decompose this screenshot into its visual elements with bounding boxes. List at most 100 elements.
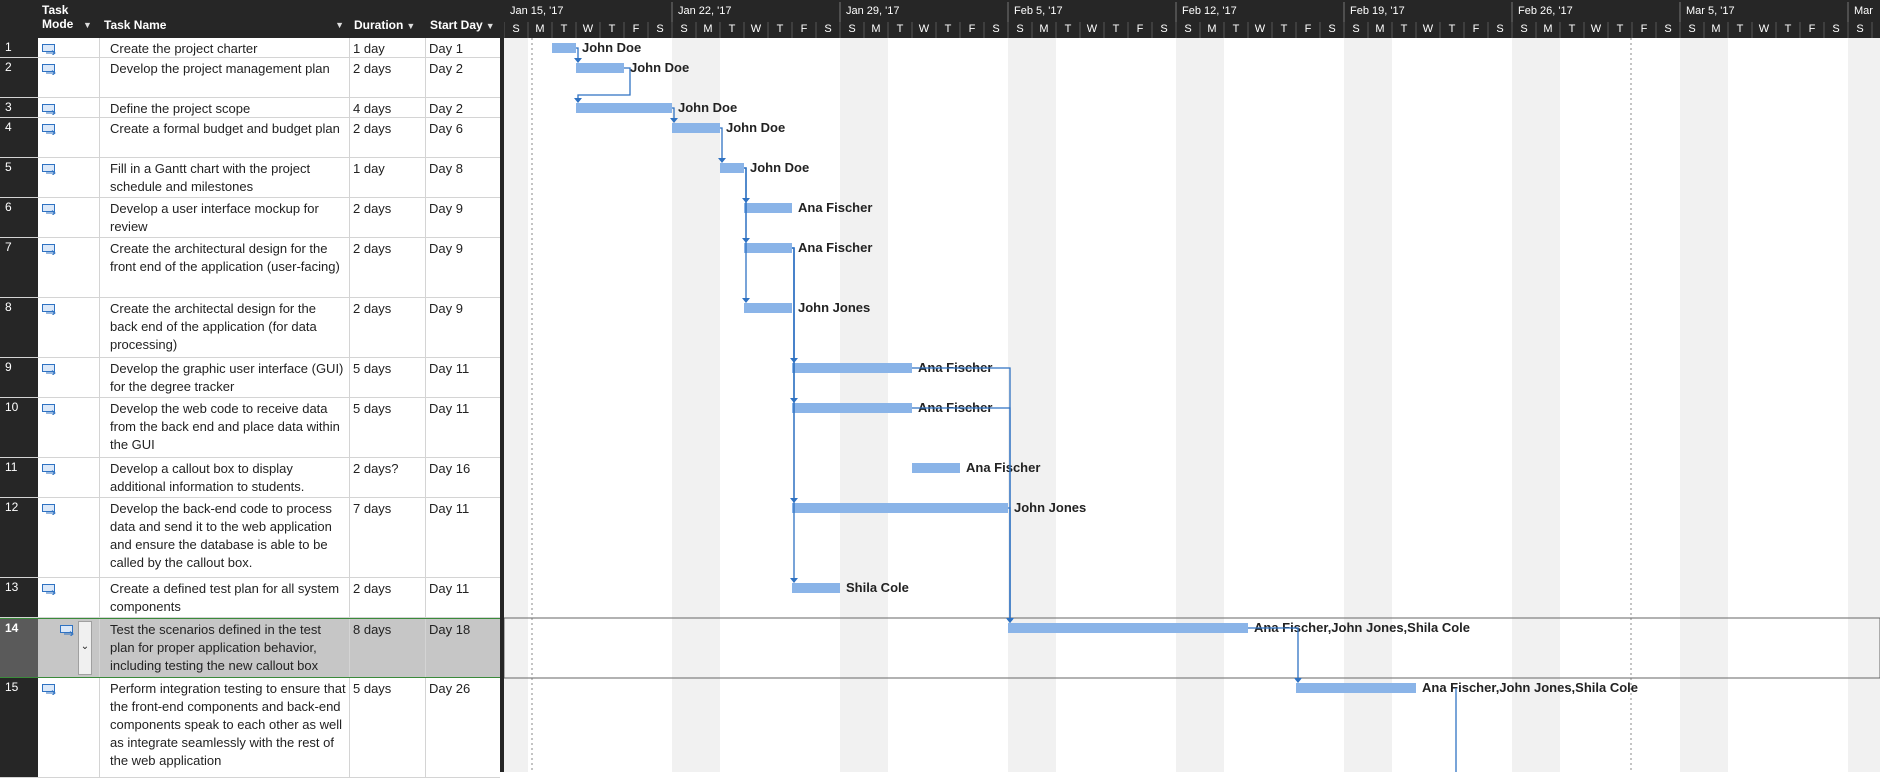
task-bar[interactable] [576,63,624,73]
row-number[interactable]: 7 [0,238,38,297]
row-number[interactable]: 12 [0,498,38,577]
task-name-cell[interactable]: Create the architectal design for the ba… [100,298,350,357]
duration-cell[interactable]: 2 days? [350,458,426,497]
duration-cell[interactable]: 4 days [350,98,426,117]
task-mode-cell[interactable] [38,38,100,57]
task-mode-cell[interactable] [38,358,100,397]
start-day-cell[interactable]: Day 1 [429,41,463,56]
start-day-cell[interactable]: Day 2 [429,101,463,116]
duration-cell[interactable]: 8 days [350,619,426,677]
task-bar[interactable] [744,303,792,313]
table-row[interactable]: 9 Develop the graphic user interface (GUI… [0,358,500,398]
start-day-cell[interactable]: Day 9 [429,301,463,316]
task-mode-cell[interactable] [38,238,100,297]
start-day-cell[interactable]: Day 16 [429,461,471,476]
row-number[interactable]: 4 [0,118,38,157]
start-day-cell[interactable]: Day 8 [429,161,463,176]
table-row[interactable]: 13 Create a defined test plan for all sys… [0,578,500,618]
task-mode-cell[interactable] [38,398,100,457]
table-row[interactable]: 5 Fill in a Gantt chart with the project … [0,158,500,198]
start-day-cell[interactable]: Day 11 [429,361,470,376]
chevron-down-icon[interactable]: ⌄ [78,621,92,675]
duration-cell[interactable]: 5 days [350,678,426,777]
task-bar[interactable] [792,403,912,413]
task-mode-cell[interactable] [38,619,100,677]
table-row[interactable]: 11 Develop a callout box to display addit… [0,458,500,498]
column-header-name[interactable]: Task Name▼ [100,0,350,38]
task-bar[interactable] [1008,623,1248,633]
task-name-cell[interactable]: Develop the graphic user interface (GUI)… [100,358,350,397]
duration-cell[interactable]: 2 days [350,298,426,357]
task-mode-cell[interactable] [38,678,100,777]
task-mode-cell[interactable] [38,158,100,197]
start-day-cell[interactable]: Day 11 [429,401,470,416]
chevron-down-icon[interactable]: ▼ [406,21,416,31]
row-number[interactable]: 15 [0,678,38,777]
start-day-cell[interactable]: Day 2 [429,61,463,76]
row-number[interactable]: 14 [0,619,38,677]
duration-cell[interactable]: 1 day [350,158,426,197]
task-mode-cell[interactable] [38,198,100,237]
duration-cell[interactable]: 2 days [350,578,426,617]
task-name-cell[interactable]: Create a formal budget and budget plan [100,118,350,157]
select-all-corner[interactable] [0,0,38,38]
task-name-cell[interactable]: Develop the project management plan [100,58,350,97]
task-bar[interactable] [792,363,912,373]
row-number[interactable]: 1 [0,38,38,57]
task-name-cell[interactable]: Fill in a Gantt chart with the project s… [100,158,350,197]
start-day-cell[interactable]: Day 9 [429,201,463,216]
table-row[interactable]: 8 Create the architectal design for the b… [0,298,500,358]
row-number[interactable]: 2 [0,58,38,97]
task-name-cell[interactable]: Develop a user interface mockup for revi… [100,198,350,237]
chevron-down-icon[interactable]: ▼ [83,20,92,30]
task-name-cell[interactable]: Develop the back-end code to process dat… [100,498,350,577]
task-name-cell[interactable]: Create the project charter [100,38,350,57]
task-name-cell[interactable]: Create a defined test plan for all syste… [100,578,350,617]
row-number[interactable]: 3 [0,98,38,117]
task-name-cell[interactable]: Develop a callout box to display additio… [100,458,350,497]
task-bar[interactable] [744,203,792,213]
column-header-duration[interactable]: Duration▼ [350,0,426,38]
start-day-cell[interactable]: Day 6 [429,121,463,136]
task-bar[interactable] [576,103,672,113]
task-mode-cell[interactable] [38,118,100,157]
row-number[interactable]: 6 [0,198,38,237]
row-number[interactable]: 11 [0,458,38,497]
task-mode-cell[interactable] [38,58,100,97]
duration-cell[interactable]: 7 days [350,498,426,577]
task-mode-cell[interactable] [38,498,100,577]
task-name-cell[interactable]: Perform integration testing to ensure th… [100,678,350,777]
task-mode-cell[interactable] [38,578,100,617]
row-number[interactable]: 8 [0,298,38,357]
duration-cell[interactable]: 2 days [350,118,426,157]
row-number[interactable]: 5 [0,158,38,197]
chevron-down-icon[interactable]: ▼ [485,21,495,31]
duration-cell[interactable]: 2 days [350,198,426,237]
row-number[interactable]: 13 [0,578,38,617]
task-bar[interactable] [720,163,744,173]
duration-cell[interactable]: 5 days [350,358,426,397]
chevron-down-icon[interactable]: ▼ [335,20,344,30]
task-bar[interactable] [672,123,720,133]
pane-divider[interactable] [500,0,504,772]
task-bar[interactable] [792,583,840,593]
start-day-cell[interactable]: Day 11 [429,501,470,516]
row-number[interactable]: 10 [0,398,38,457]
duration-cell[interactable]: 1 day [350,38,426,57]
task-mode-cell[interactable] [38,298,100,357]
task-bar[interactable] [912,463,960,473]
task-mode-cell[interactable] [38,98,100,117]
table-row[interactable]: 14 ⌄Test the scenarios defined in the tes… [0,618,500,678]
task-bar[interactable] [1296,683,1416,693]
task-bar[interactable] [792,503,1008,513]
start-day-cell[interactable]: Day 11 [429,581,470,596]
task-name-cell[interactable]: Define the project scope [100,98,350,117]
start-day-cell[interactable]: Day 18 [429,622,471,637]
task-name-cell[interactable]: Develop the web code to receive data fro… [100,398,350,457]
task-name-cell[interactable]: Test the scenarios defined in the test p… [100,619,350,677]
row-number[interactable]: 9 [0,358,38,397]
